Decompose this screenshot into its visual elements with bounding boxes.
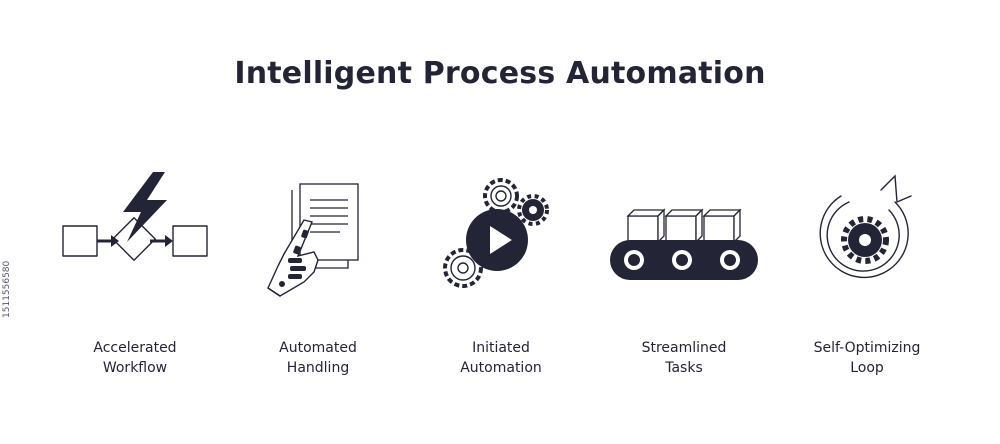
feature-streamlined-tasks: Streamlined Tasks	[594, 160, 774, 390]
conveyor-belt-icon	[610, 208, 758, 280]
feature-label: Self-Optimizing Loop	[813, 340, 921, 376]
feature-automated-handling: Automated Handling	[228, 160, 408, 390]
stock-id-text: 1511556580	[2, 260, 12, 318]
feature-initiated-automation: Initiated Automation	[411, 160, 591, 390]
feature-label: Automated Handling	[279, 340, 357, 376]
page-title: Intelligent Process Automation	[234, 56, 766, 91]
feature-label: Accelerated Workflow	[93, 340, 177, 376]
feature-self-optimizing-loop: Self-Optimizing Loop	[777, 160, 957, 390]
feature-label: Initiated Automation	[460, 340, 542, 376]
refresh-gear-icon	[819, 174, 912, 279]
feature-accelerated-workflow: Accelerated Workflow	[45, 160, 225, 390]
feature-label: Streamlined Tasks	[641, 340, 727, 376]
lightning-workflow-icon	[62, 172, 208, 261]
robot-hand-document-icon	[267, 183, 359, 297]
play-gears-icon	[443, 178, 549, 288]
